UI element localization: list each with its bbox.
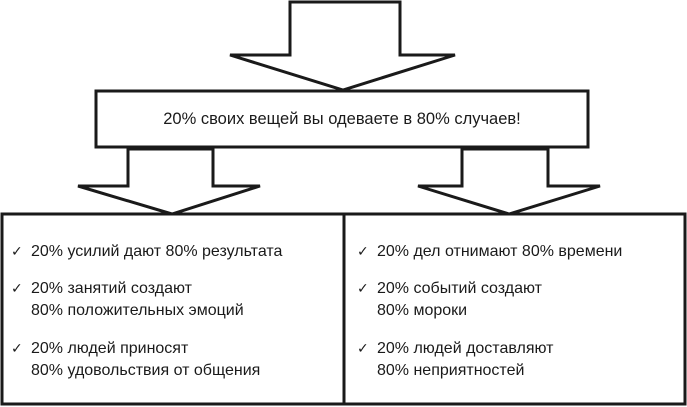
check-icon: ✓ — [357, 244, 369, 260]
left-item-2-line-2: 80% положительных эмоций — [31, 302, 244, 319]
left-item-3-line-2: 80% удовольствия от общения — [31, 362, 261, 379]
right-item-2-line-2: 80% мороки — [377, 302, 468, 319]
right-item-1-line-1: 20% дел отнимают 80% времени — [377, 243, 623, 260]
right-down-arrow — [417, 147, 601, 216]
left-item-1-line-1: 20% усилий дают 80% результата — [31, 243, 283, 260]
check-icon: ✓ — [11, 244, 23, 260]
top-down-arrow — [229, 0, 456, 92]
check-icon: ✓ — [357, 341, 369, 357]
main-statement: 20% своих вещей вы одеваете в 80% случае… — [163, 110, 521, 128]
right-item-3-line-2: 80% неприятностей — [377, 362, 525, 379]
check-icon: ✓ — [357, 281, 369, 297]
left-item-3-line-1: 20% людей приносят — [31, 340, 189, 357]
check-icon: ✓ — [11, 341, 23, 357]
left-down-arrow — [77, 147, 261, 216]
right-column-box — [342, 212, 687, 406]
right-item-3-line-1: 20% людей доставляют — [377, 340, 554, 357]
right-item-2-line-1: 20% событий создают — [377, 280, 542, 297]
check-icon: ✓ — [11, 281, 23, 297]
left-item-2-line-1: 20% занятий создают — [31, 280, 192, 297]
left-column-box — [0, 212, 346, 406]
main-statement-box — [94, 89, 590, 149]
